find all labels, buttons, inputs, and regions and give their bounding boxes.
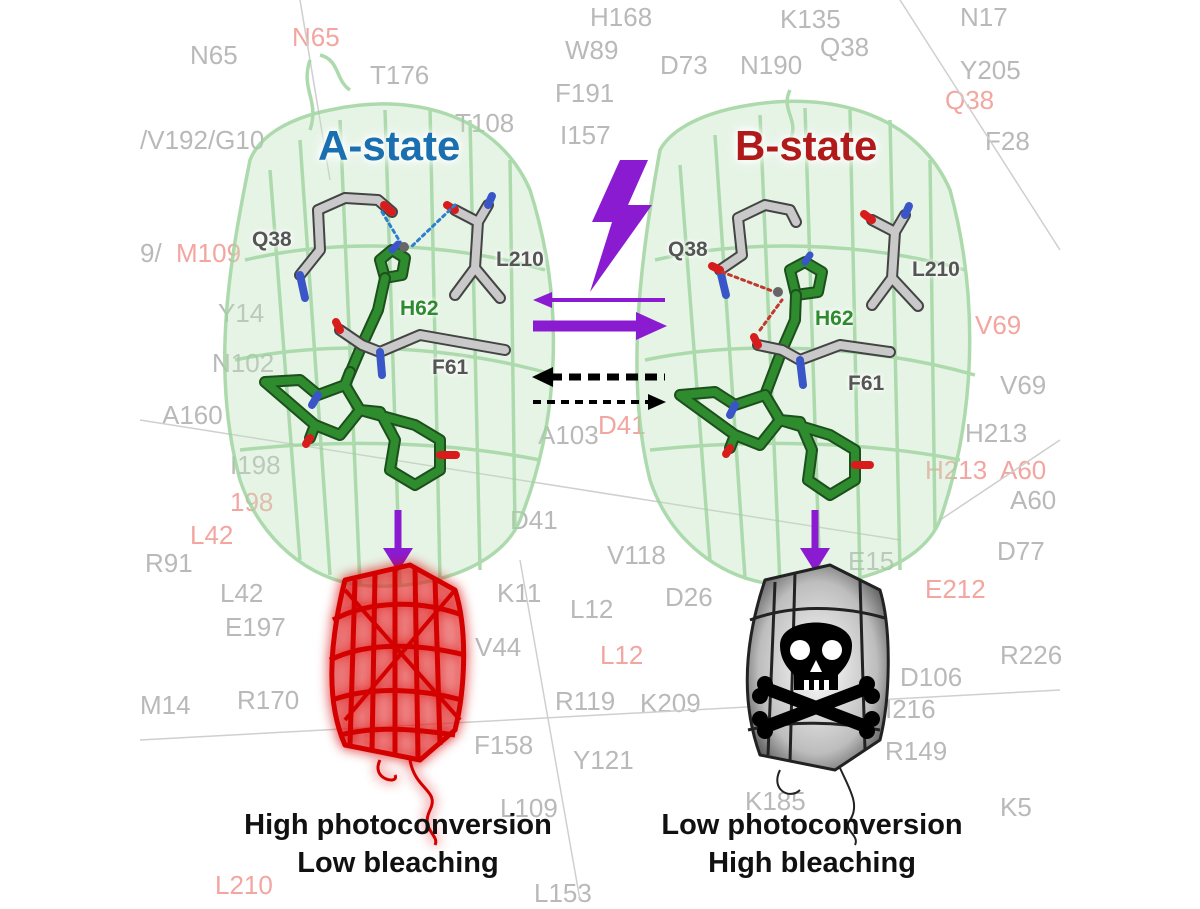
lightning-bolt-icon (590, 160, 652, 292)
background-lines (139, 0, 1061, 900)
bg-label: Q38 (820, 32, 870, 62)
bg-label: D106 (900, 662, 963, 692)
bg-label: N102 (212, 348, 275, 378)
a-residue-f61: F61 (432, 356, 469, 379)
bg-label: R226 (1000, 640, 1063, 670)
bg-label: R170 (237, 685, 300, 715)
bg-label: L42 (190, 520, 234, 550)
bg-label: Y205 (960, 55, 1021, 85)
b-caption-line2: High bleaching (708, 847, 916, 879)
bg-label: /V192/G10 (140, 125, 265, 155)
bg-label: K135 (780, 4, 841, 34)
bg-label: V44 (475, 632, 522, 662)
bg-label: H168 (590, 2, 653, 32)
bg-label: L12 (570, 594, 614, 624)
bg-label: I157 (560, 120, 611, 150)
bg-label: W89 (565, 35, 619, 65)
bg-label: F191 (555, 78, 615, 108)
bg-label: V118 (607, 540, 666, 570)
bg-label: 198 (230, 487, 274, 517)
bg-label: L12 (600, 640, 644, 670)
bg-label: D77 (997, 536, 1045, 566)
bg-label: A60 (1000, 455, 1047, 485)
bg-label: H213 (965, 418, 1028, 448)
bg-label: E197 (225, 612, 286, 642)
b-state-caption: Low photoconversion High bleaching (612, 806, 1012, 882)
b-state-molecule (674, 199, 924, 501)
bg-label: M14 (140, 690, 191, 720)
a-state-molecule (259, 192, 511, 491)
b-residue-q38: Q38 (668, 238, 708, 261)
bg-label: E15 (848, 546, 895, 576)
b-state-down-arrow (800, 510, 830, 572)
b-state-title: B-state (735, 122, 878, 169)
b-residue-l210: L210 (912, 258, 960, 281)
bg-label: A60 (1010, 485, 1057, 515)
bg-label: K5 (1000, 792, 1032, 822)
a-caption-line2: Low bleaching (297, 847, 499, 879)
a-state-down-arrow (383, 510, 413, 572)
bg-label: L210 (215, 870, 273, 900)
bg-label: K185 (745, 786, 806, 816)
bg-label: D73 (660, 50, 708, 80)
bg-label: V69 (1000, 370, 1047, 400)
a-residue-q38: Q38 (252, 228, 292, 251)
skull-crossbones-icon (752, 622, 880, 739)
equilibrium-arrows-icon (533, 292, 667, 340)
a-residue-l210: L210 (496, 248, 544, 271)
bg-label: V69 (975, 310, 1022, 340)
bg-label: 9/ (140, 238, 162, 268)
bg-label: D41 (510, 505, 558, 535)
bg-label: N65 (292, 22, 340, 52)
a-state-caption: High photoconversion Low bleaching (198, 806, 598, 882)
red-photoconverted-barrel (328, 562, 467, 846)
bg-label: E212 (925, 574, 986, 604)
bg-label: N17 (960, 2, 1008, 32)
b-caption-line1: Low photoconversion (661, 809, 963, 841)
b-residue-h62: H62 (815, 307, 854, 330)
a-residue-h62: H62 (400, 297, 439, 320)
dashed-equilibrium-arrows-icon (532, 367, 666, 410)
bg-label: F158 (474, 730, 534, 760)
bg-label: Y121 (573, 745, 634, 775)
bg-label: L42 (220, 578, 264, 608)
bg-label: N190 (740, 50, 803, 80)
a-state-title: A-state (318, 122, 461, 169)
bg-label: T176 (370, 60, 430, 90)
bg-label: L109 (500, 793, 558, 823)
bg-label: K11 (497, 578, 542, 608)
bg-label: R149 (885, 736, 948, 766)
bg-label: R119 (555, 686, 616, 716)
bg-label: F28 (985, 126, 1030, 156)
b-residue-f61: F61 (848, 372, 885, 395)
bg-label: D26 (665, 582, 713, 612)
a-caption-line1: High photoconversion (244, 809, 552, 841)
bg-label: N65 (190, 40, 238, 70)
bg-label: R91 (145, 548, 193, 578)
